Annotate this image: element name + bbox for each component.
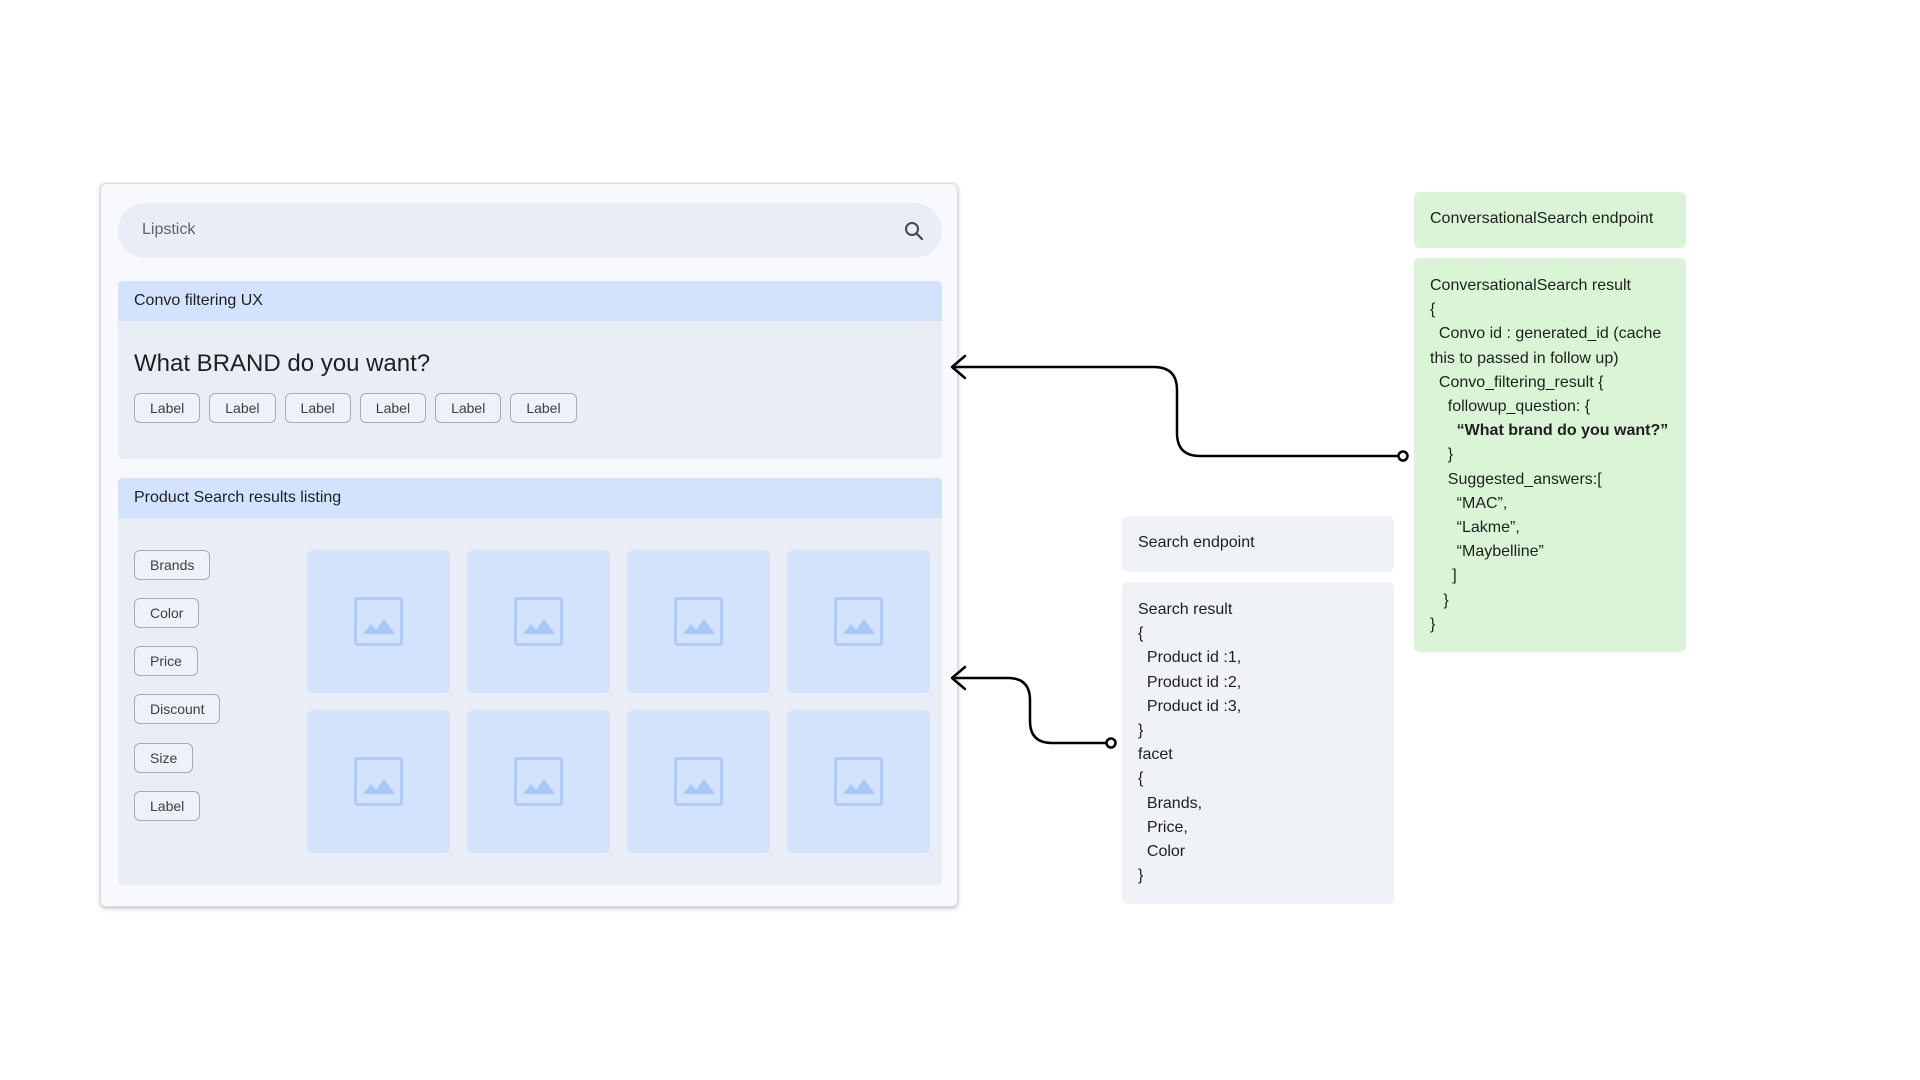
- connector-conversational: [950, 354, 1409, 462]
- product-tile[interactable]: [787, 550, 930, 693]
- facet-chip-price[interactable]: Price: [134, 646, 198, 676]
- code-line: ConversationalSearch result: [1430, 277, 1631, 294]
- facet-chip-brands[interactable]: Brands: [134, 550, 211, 580]
- code-line: Color: [1138, 843, 1186, 861]
- connector-search: [950, 665, 1117, 749]
- product-tile[interactable]: [787, 710, 930, 853]
- code-line: “Lakme”,: [1430, 519, 1520, 537]
- code-line: ]: [1430, 567, 1457, 585]
- answer-chip[interactable]: Label: [510, 393, 577, 423]
- image-placeholder-icon: [354, 757, 403, 806]
- code-line: Product id :2,: [1138, 673, 1242, 691]
- code-line: {: [1138, 625, 1144, 643]
- image-placeholder-icon: [514, 757, 563, 806]
- code-line: }: [1138, 867, 1144, 885]
- search-icon[interactable]: [902, 219, 926, 243]
- code-line: Brands,: [1138, 794, 1203, 812]
- answer-chip[interactable]: Label: [435, 393, 502, 423]
- code-line: {: [1430, 301, 1436, 319]
- facet-chip-color[interactable]: Color: [134, 598, 200, 628]
- code-line: }: [1430, 446, 1454, 464]
- convo-panel: What BRAND do you want? Label Label Labe…: [118, 321, 942, 459]
- image-placeholder-icon: [674, 757, 723, 806]
- image-placeholder-icon: [354, 597, 403, 646]
- code-line: this to passed in follow up): [1430, 349, 1619, 367]
- suggested-answer-chips: Label Label Label Label Label Label: [134, 393, 577, 423]
- code-line: }: [1430, 591, 1449, 609]
- product-tile[interactable]: [467, 710, 610, 853]
- search-query[interactable]: Lipstick: [142, 221, 196, 238]
- code-line: followup_question: {: [1430, 398, 1591, 416]
- code-line: }: [1430, 615, 1436, 633]
- code-line: Product id :1,: [1138, 649, 1242, 667]
- search-result-card: Search result { Product id :1, Product id…: [1122, 582, 1394, 904]
- code-line: “What brand do you want?”: [1456, 422, 1669, 440]
- image-placeholder-icon: [674, 597, 723, 646]
- code-line: Convo_filtering_result {: [1430, 373, 1604, 391]
- product-tile[interactable]: [307, 550, 450, 693]
- conversational-result-card: ConversationalSearch result { Convo id : …: [1414, 258, 1686, 652]
- code-line: “Maybelline”: [1430, 543, 1544, 561]
- image-placeholder-icon: [514, 597, 563, 646]
- facet-chip-label[interactable]: Label: [134, 791, 201, 821]
- facet-chip-size[interactable]: Size: [134, 743, 194, 773]
- image-placeholder-icon: [834, 597, 883, 646]
- answer-chip[interactable]: Label: [209, 393, 276, 423]
- ui-mockup: Lipstick Convo filtering UX What BRAND d…: [100, 183, 958, 907]
- code-line: Product id :3,: [1138, 697, 1242, 715]
- results-panel: Brands Color Price Discount Size Label: [118, 518, 942, 885]
- code-line: }: [1138, 722, 1144, 740]
- search-bar[interactable]: Lipstick: [118, 203, 942, 258]
- followup-question: What BRAND do you want?: [134, 350, 431, 377]
- code-line: Search result: [1138, 601, 1233, 618]
- image-placeholder-icon: [834, 757, 883, 806]
- product-tile[interactable]: [467, 550, 610, 693]
- answer-chip[interactable]: Label: [284, 393, 351, 423]
- search-result-code: Search result { Product id :1, Product id…: [1122, 582, 1394, 904]
- code-line: Convo id : generated_id (cache: [1430, 325, 1662, 343]
- search-endpoint-label: Search endpoint: [1138, 534, 1255, 551]
- product-tile[interactable]: [627, 710, 770, 853]
- search-endpoint-card: Search endpoint: [1122, 516, 1394, 572]
- product-tile[interactable]: [307, 710, 450, 853]
- answer-chip[interactable]: Label: [359, 393, 427, 423]
- facet-chip-discount[interactable]: Discount: [134, 694, 221, 724]
- code-line: {: [1138, 770, 1144, 788]
- product-tile[interactable]: [627, 550, 770, 693]
- answer-chip[interactable]: Label: [134, 393, 201, 423]
- code-line: “MAC”,: [1430, 494, 1508, 512]
- convo-panel-header: Convo filtering UX: [118, 281, 942, 321]
- code-line: Price,: [1138, 818, 1188, 836]
- conversational-result-code: ConversationalSearch result { Convo id : …: [1414, 258, 1686, 653]
- code-line: facet: [1138, 746, 1173, 764]
- results-panel-header: Product Search results listing: [118, 478, 942, 518]
- conversational-endpoint-card: ConversationalSearch endpoint: [1414, 192, 1686, 248]
- code-line: Suggested_answers:[: [1430, 470, 1602, 488]
- conversational-endpoint-label: ConversationalSearch endpoint: [1430, 210, 1654, 227]
